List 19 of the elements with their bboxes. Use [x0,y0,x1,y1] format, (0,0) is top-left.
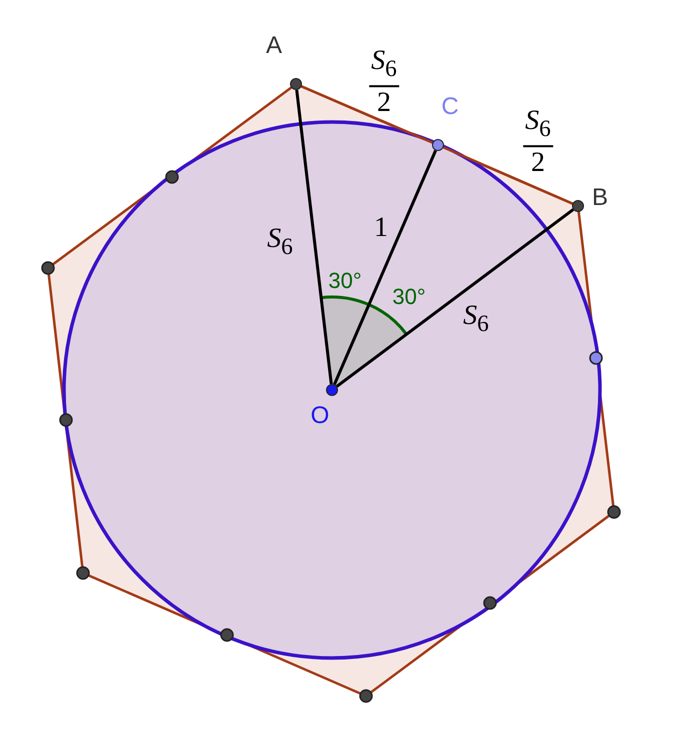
labeled-point [264,34,302,90]
point-label: O [310,404,330,428]
point-label: C [440,95,460,119]
hexagon-side [301,85,433,144]
edge-label: S$_{6}$ [463,302,489,338]
line-segment [336,208,574,388]
labeled-point [572,186,610,212]
point-label: A [264,34,283,58]
line-segment [295,90,333,384]
point-label: B [590,186,609,210]
line-segment [333,150,437,386]
labeled-point [432,95,460,151]
fraction-label: S$_{6}$ 2 [523,107,553,177]
angle-label: 30° [328,270,362,292]
fraction-label: S$_{6}$ 2 [369,47,399,117]
edge-label: 1 [374,214,388,242]
angle-label: 30° [392,286,426,308]
hexagon-side [443,146,573,205]
edge-label: S$_{6}$ [267,225,293,261]
